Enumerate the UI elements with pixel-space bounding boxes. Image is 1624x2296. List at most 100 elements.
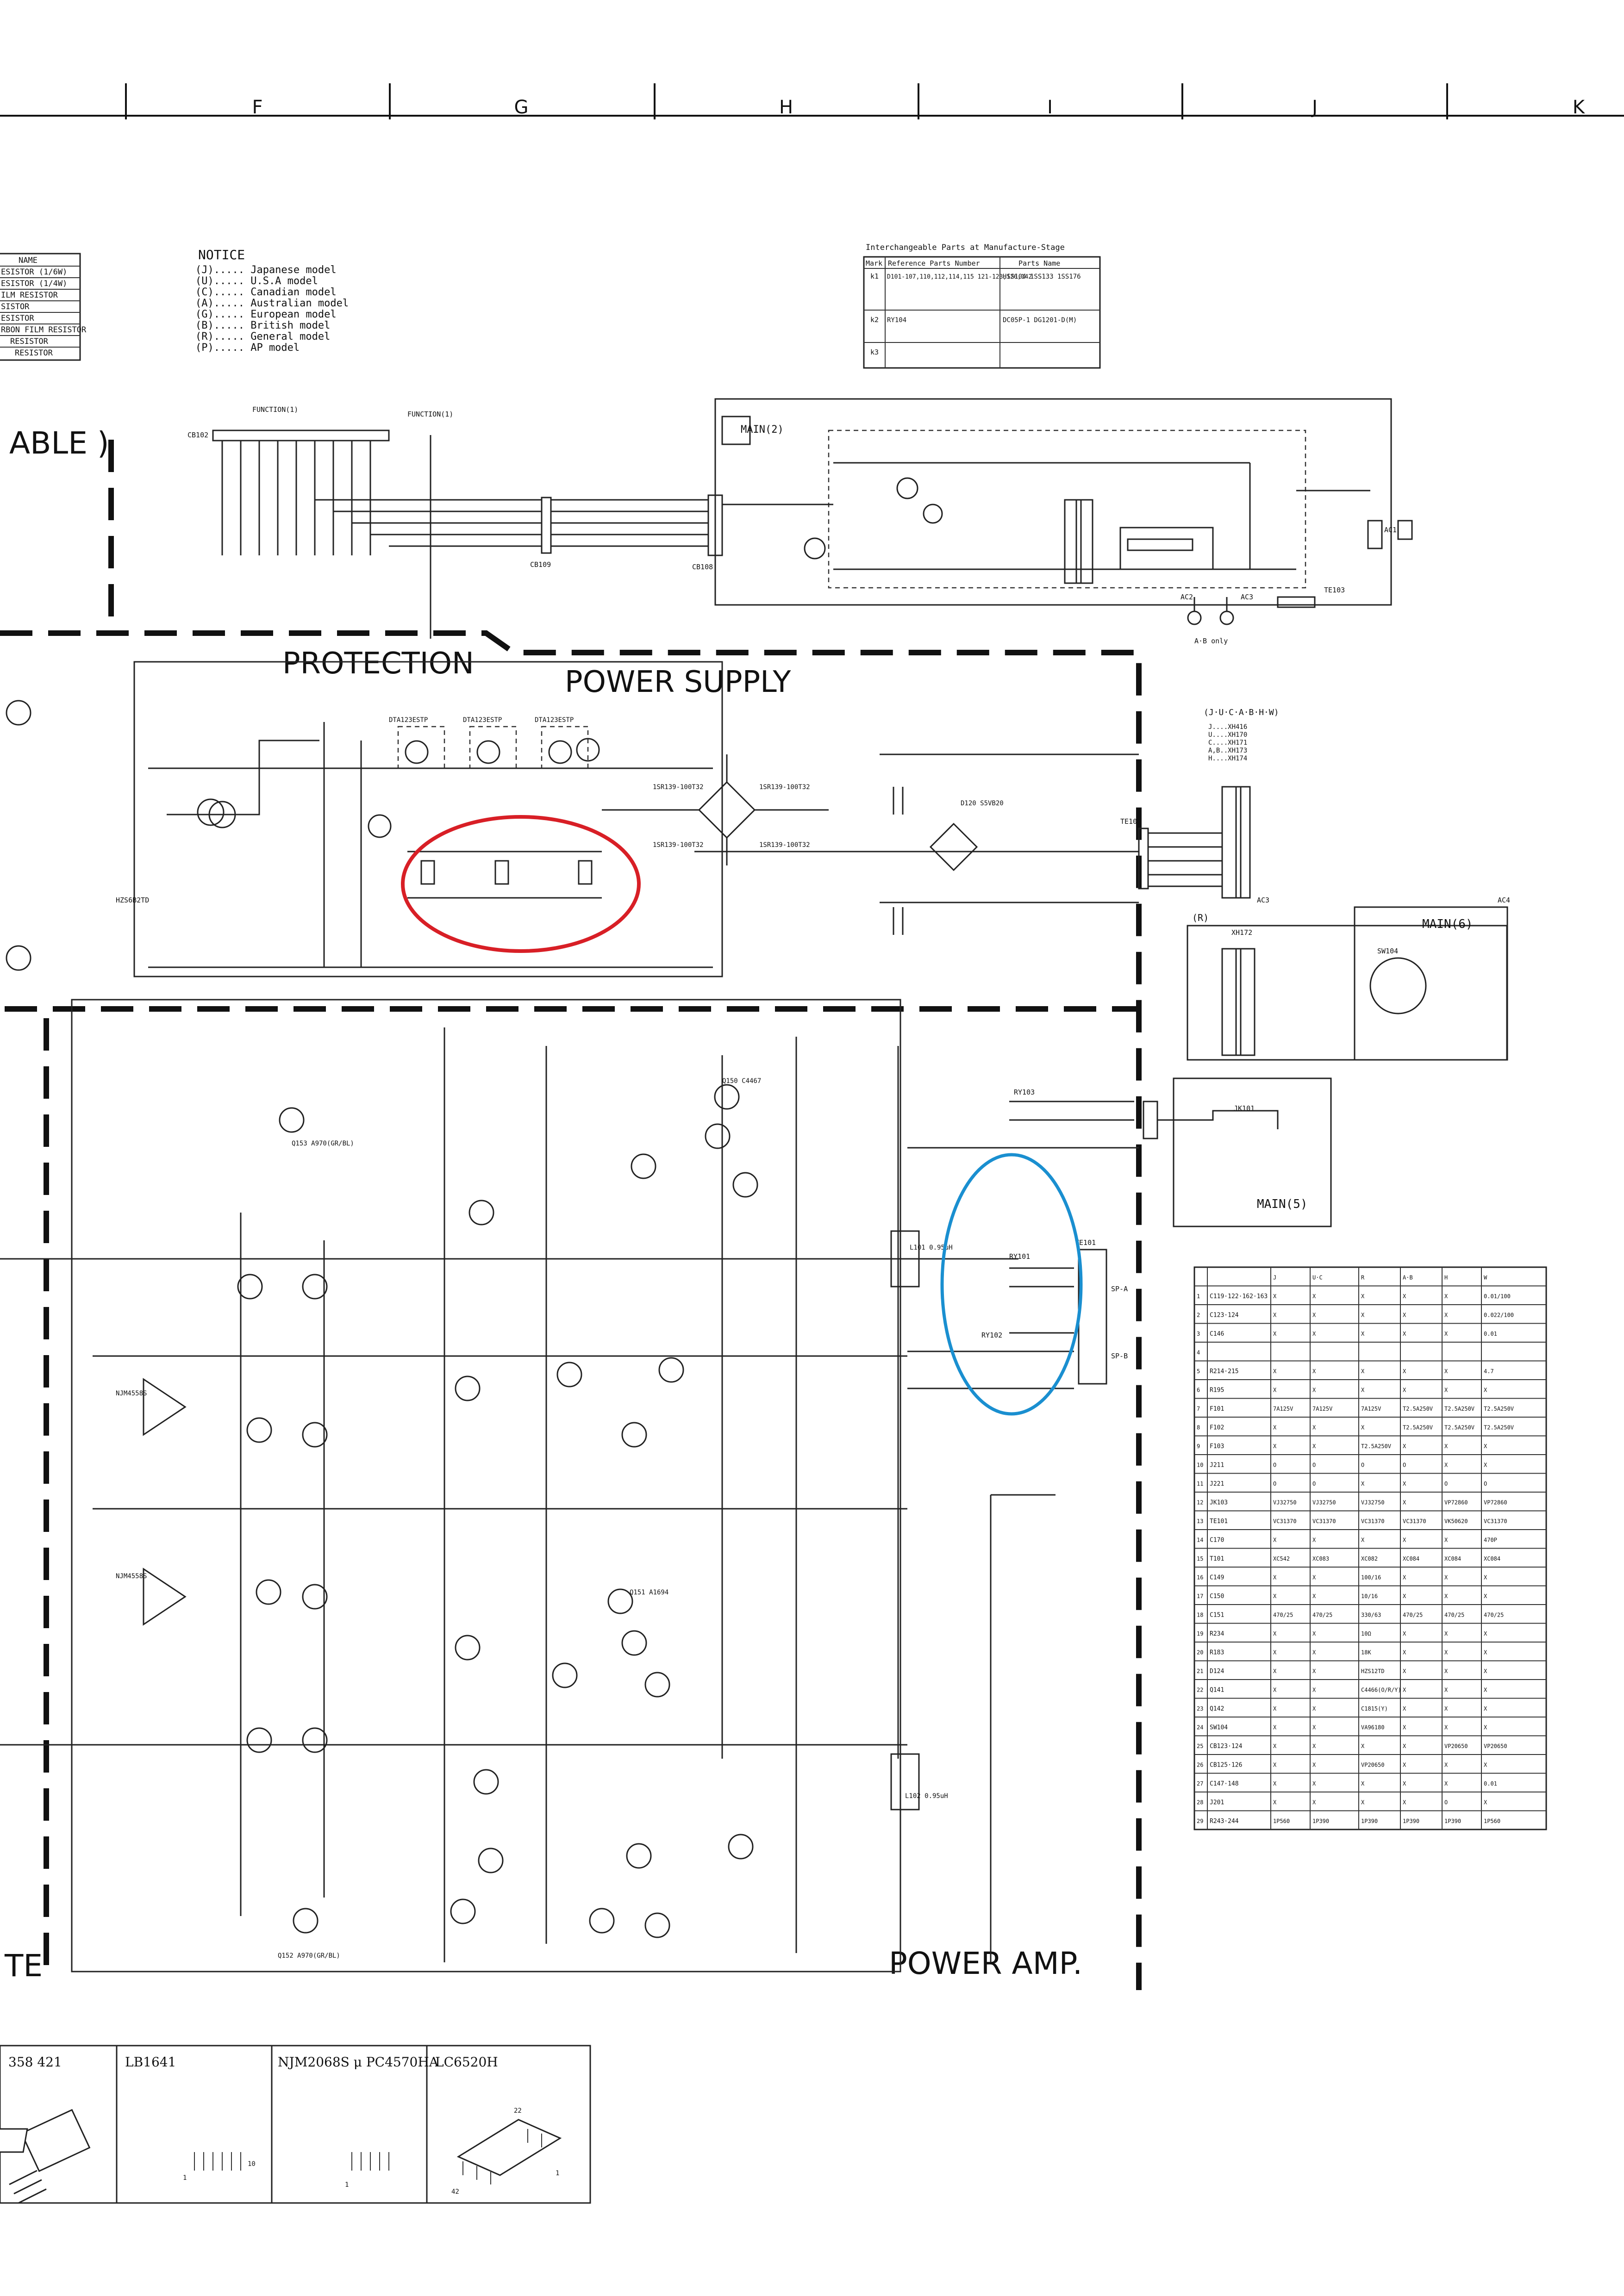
supply-diode-label: 1SR139-100T32	[759, 784, 810, 791]
ry103-label: RY103	[1014, 1088, 1035, 1096]
te103-label: TE103	[1324, 586, 1345, 594]
parts-table-cell: X	[1361, 1312, 1365, 1318]
parts-table-cell: O	[1273, 1481, 1276, 1487]
parts-table-cell: C123·124	[1210, 1312, 1239, 1319]
parts-table-cell: O	[1361, 1462, 1364, 1468]
parts-table-cell: 330/63	[1361, 1612, 1381, 1618]
parts-table-cell: XC082	[1361, 1556, 1378, 1562]
parts-table-cell: X	[1273, 1649, 1277, 1655]
q153-label: Q153 A970(GR/BL)	[292, 1140, 354, 1147]
parts-table-cell: O	[1444, 1481, 1448, 1487]
parts-table-cell: 7	[1197, 1406, 1200, 1412]
parts-table-cell: VA96180	[1361, 1724, 1385, 1730]
parts-table-cell: X	[1312, 1331, 1316, 1337]
pin-number: 1	[183, 2174, 187, 2182]
parts-table-cell: X	[1484, 1761, 1487, 1768]
parts-table-cell: X	[1312, 1293, 1316, 1300]
parts-table-cell: 470/25	[1312, 1612, 1332, 1618]
parts-table-cell: 4	[1197, 1349, 1200, 1356]
parts-table-cell: XC084	[1484, 1556, 1500, 1562]
parts-table-cell: X	[1312, 1574, 1316, 1580]
parts-table-cell: X	[1361, 1537, 1365, 1543]
parts-table-cell: X	[1273, 1780, 1277, 1787]
function1-label: FUNCTION(1)	[252, 405, 298, 414]
parts-table-cell: 22	[1197, 1686, 1203, 1693]
parts-table-cell: 0.022/100	[1484, 1312, 1514, 1318]
parts-table-cell: X	[1312, 1443, 1316, 1450]
parts-table-cell: X	[1312, 1630, 1316, 1637]
parts-table-cell: T2.5A250V	[1444, 1424, 1474, 1431]
parts-table-cell: C146	[1210, 1331, 1224, 1338]
parts-table-cell: X	[1444, 1761, 1448, 1768]
function1b-label: FUNCTION(1)	[407, 410, 453, 418]
q150-label: Q150 C4467	[722, 1077, 761, 1085]
legend-row: ESISTOR (1/6W)	[1, 268, 67, 277]
parts-table-cell: 18	[1197, 1612, 1203, 1618]
parts-table-cell: C147·148	[1210, 1780, 1239, 1787]
parts-table-cell: 9	[1197, 1443, 1200, 1450]
notice-line: (C)..... Canadian model	[195, 286, 337, 298]
parts-table-cell: X	[1444, 1780, 1448, 1787]
parts-table-cell: R243·244	[1210, 1818, 1239, 1825]
function-connector: FUNCTION(1) FUNCTION(1) CB102 CB109 CB10…	[187, 405, 723, 639]
parts-table-cell: VJ32750	[1312, 1499, 1336, 1506]
parts-table-cell: 0.01	[1484, 1331, 1497, 1337]
parts-table-cell: 7A125V	[1273, 1406, 1293, 1412]
section-protection: PROTECTION	[282, 647, 474, 681]
ab-only-label: A·B only	[1194, 637, 1228, 645]
te102-label: TE102	[1120, 817, 1141, 826]
parts-table-cell: X	[1273, 1668, 1277, 1674]
parts-table-cell: T2.5A250V	[1403, 1406, 1433, 1412]
parts-table-cell: C1815(Y)	[1361, 1705, 1388, 1712]
notice-line: (J)..... Japanese model	[195, 264, 337, 276]
parts-table-cell: O	[1444, 1799, 1448, 1805]
parts-table-cell: X	[1273, 1368, 1277, 1375]
l101-label: L101 0.95uH	[910, 1244, 953, 1251]
interchangeable-cell: k2	[870, 316, 879, 324]
parts-table-cell: X	[1361, 1799, 1365, 1805]
parts-table-cell: VJ32750	[1361, 1499, 1385, 1506]
transformer-model: A,B..XH173	[1208, 747, 1247, 754]
parts-table-cell: X	[1273, 1593, 1277, 1599]
parts-table-cell: J201	[1210, 1799, 1224, 1806]
parts-table-cell: XC542	[1273, 1556, 1290, 1562]
parts-table-cell: X	[1403, 1368, 1406, 1375]
parts-table-cell: X	[1273, 1705, 1277, 1712]
ac2-label: AC2	[1181, 593, 1193, 601]
parts-table-cell: HZS12TD	[1361, 1668, 1385, 1674]
parts-table-cell: X	[1273, 1424, 1277, 1431]
column-label-j: J	[1311, 97, 1318, 118]
transformer-model-list: (J·U·C·A·B·H·W)	[1204, 708, 1279, 717]
parts-table-cell: X	[1444, 1293, 1448, 1300]
parts-table-cell: X	[1444, 1443, 1448, 1450]
interchangeable-parts-table: Interchangeable Parts at Manufacture-Sta…	[863, 243, 1101, 369]
parts-table-cell: X	[1312, 1424, 1316, 1431]
parts-table-cell: X	[1273, 1443, 1277, 1450]
parts-table-cell: X	[1273, 1761, 1277, 1768]
parts-table-cell: VK50620	[1444, 1518, 1468, 1524]
parts-table-cell: T2.5A250V	[1484, 1424, 1514, 1431]
parts-table-cell: X	[1484, 1443, 1487, 1450]
parts-table-cell: 1P390	[1312, 1818, 1329, 1824]
parts-table-header: W	[1484, 1274, 1487, 1281]
parts-table-cell: R214·215	[1210, 1368, 1239, 1375]
parts-table-cell: X	[1444, 1649, 1448, 1655]
parts-table-cell: X	[1312, 1312, 1316, 1318]
parts-table-cell: 27	[1197, 1780, 1203, 1787]
parts-table-cell: 470/25	[1273, 1612, 1293, 1618]
parts-table-cell: X	[1273, 1724, 1277, 1730]
sw104-label: SW104	[1377, 947, 1398, 955]
parts-table-cell: X	[1312, 1743, 1316, 1749]
parts-table-cell: X	[1484, 1387, 1487, 1393]
parts-table-cell: X	[1312, 1780, 1316, 1787]
r-model-label: (R)	[1192, 912, 1209, 923]
section-power-amp: POWER AMP.	[889, 1946, 1082, 1981]
dta123-label: DTA123ESTP	[535, 716, 574, 724]
speaker-relay-highlight	[940, 1153, 1083, 1416]
parts-table-cell: J221	[1210, 1481, 1224, 1487]
parts-table-cell: XC084	[1403, 1556, 1419, 1562]
ry101-label: RY101	[1009, 1252, 1030, 1261]
interchangeable-cell: k3	[870, 348, 879, 356]
q151-label: Q151 A1694	[630, 1589, 668, 1596]
cb102-label: CB102	[187, 431, 208, 439]
